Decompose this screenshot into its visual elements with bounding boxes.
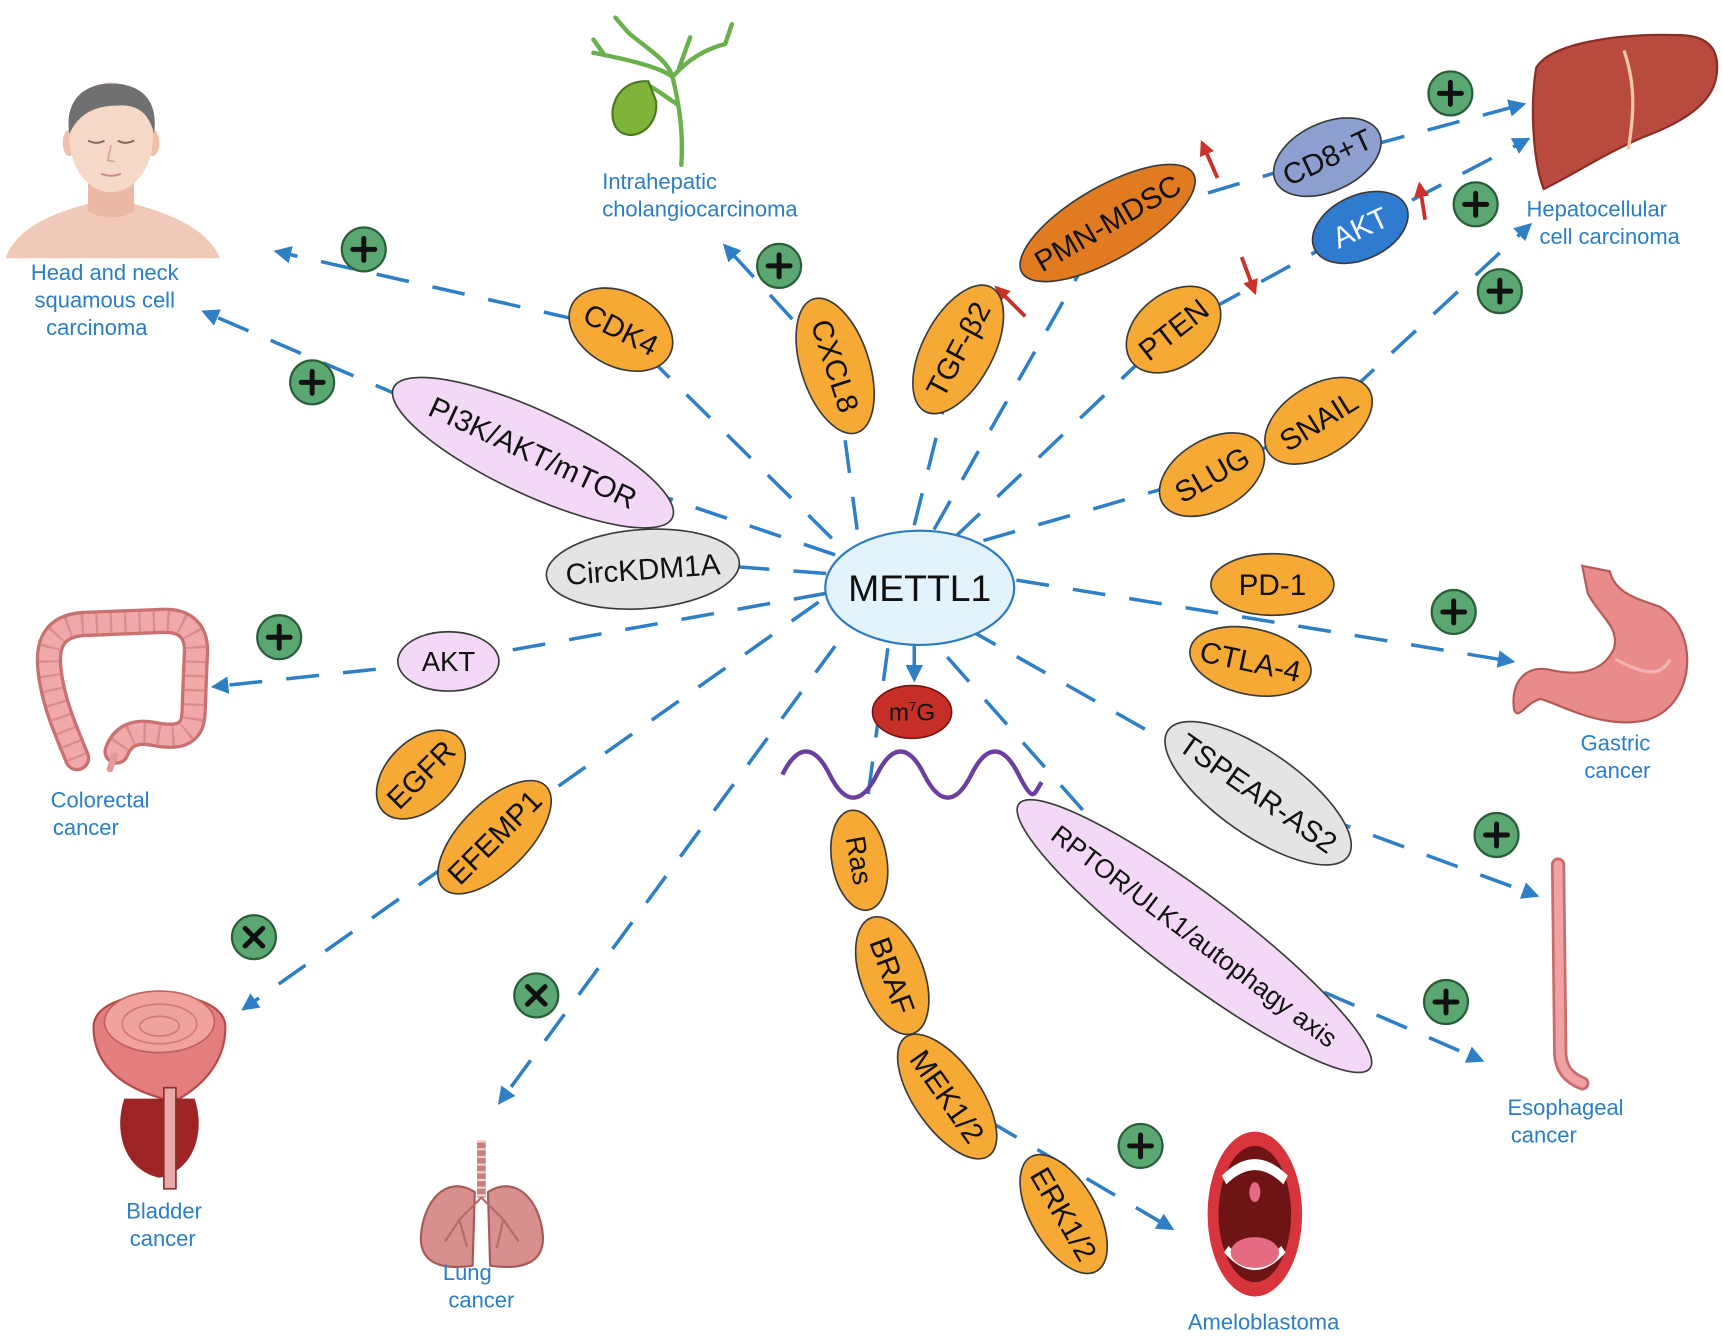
plus-icon: [1427, 70, 1474, 117]
colon-icon: [35, 607, 210, 773]
node-akt-crc-label: AKT: [422, 646, 476, 677]
plus-icon: [1452, 181, 1499, 228]
stomach-icon: [1512, 564, 1689, 724]
node-pi3k-akt-mtor: PI3K/AKT/mTOR: [391, 376, 675, 529]
node-tspear-as2: TSPEAR-AS2: [1164, 720, 1353, 866]
label-head-neck: Head and neck squamous cell carcinoma: [31, 260, 185, 340]
cross-icon: [230, 914, 277, 961]
node-akt-hcc: AKT: [1311, 190, 1409, 265]
node-mek1-2: MEK1/2: [896, 1033, 998, 1160]
label-gastric: Gastric cancer: [1581, 730, 1657, 782]
node-circkdm1a: CircKDM1A: [545, 528, 741, 610]
bladder-icon: [92, 990, 227, 1190]
pten-down-arrow-icon: [1239, 256, 1258, 296]
plus-icon: [1430, 588, 1477, 636]
m7g-label: m7G: [889, 699, 935, 727]
node-braf: BRAF: [854, 915, 930, 1036]
liver-icon: [1531, 33, 1719, 191]
link-colorectal: [210, 591, 827, 694]
link-hcc-pmn-mdsc: [932, 99, 1527, 531]
plus-icon: [756, 242, 803, 289]
node-pmn-mdsc: PMN-MDSC: [1019, 163, 1196, 283]
m7g-node: m7G: [871, 684, 953, 740]
plus-icon: [1476, 268, 1523, 315]
node-pd1-label: PD-1: [1239, 569, 1307, 602]
node-egfr: EGFR: [375, 729, 467, 820]
label-esophageal: Esophageal cancer: [1508, 1095, 1630, 1147]
label-bladder: Bladder cancer: [126, 1198, 208, 1250]
node-pten: PTEN: [1125, 285, 1222, 374]
link-circkdm1a: [738, 565, 827, 576]
node-snail: SNAIL: [1264, 376, 1374, 465]
node-pd1: PD-1: [1210, 552, 1335, 617]
node-cxcl8: CXCL8: [795, 297, 875, 435]
plus-icon: [289, 359, 336, 406]
plus-icon: [256, 614, 303, 661]
link-esophageal-tspear: [966, 626, 1540, 899]
label-ameloblastoma: Ameloblastoma: [1188, 1309, 1340, 1334]
link-tgf-b2: [912, 348, 960, 526]
head-illustration-icon: [5, 82, 220, 259]
node-slug: SLUG: [1158, 432, 1266, 518]
lungs-icon: [419, 1140, 544, 1268]
label-colorectal: Colorectal cancer: [51, 788, 156, 840]
link-lung: [497, 644, 837, 1105]
cross-icon: [513, 972, 560, 1019]
node-akt-crc: AKT: [397, 630, 500, 692]
open-mouth-icon: [1207, 1131, 1303, 1297]
pmn-mdsc-up-arrow-icon: [1199, 140, 1220, 179]
esophagus-icon: [1550, 857, 1590, 1091]
plus-icon: [1473, 811, 1520, 859]
tgf-b2-up-arrow-icon: [994, 285, 1027, 318]
akt-up-arrow-icon: [1413, 181, 1430, 221]
link-gastric: [1016, 578, 1516, 668]
plus-icon: [1117, 1122, 1164, 1169]
label-intrahepatic: Intrahepatic cholangiocarcinoma: [602, 169, 798, 221]
node-ras: Ras: [830, 809, 889, 912]
link-hcc-pten-akt: [954, 137, 1531, 538]
plus-icon: [1422, 978, 1470, 1026]
mettl1-label: METTL1: [848, 567, 991, 609]
mettl1-node: METTL1: [824, 529, 1016, 647]
bile-duct-icon: [591, 15, 735, 167]
label-lung: Lung cancer: [443, 1260, 514, 1312]
label-hepatocellular: Hepatocellular cell carcinoma: [1527, 196, 1681, 248]
plus-icon: [340, 226, 387, 273]
rna-wave-icon: [780, 749, 1044, 800]
node-cdk4: CDK4: [568, 287, 674, 373]
node-ctla4: CTLA-4: [1189, 625, 1312, 697]
node-erk1-2: ERK1/2: [1019, 1153, 1109, 1275]
